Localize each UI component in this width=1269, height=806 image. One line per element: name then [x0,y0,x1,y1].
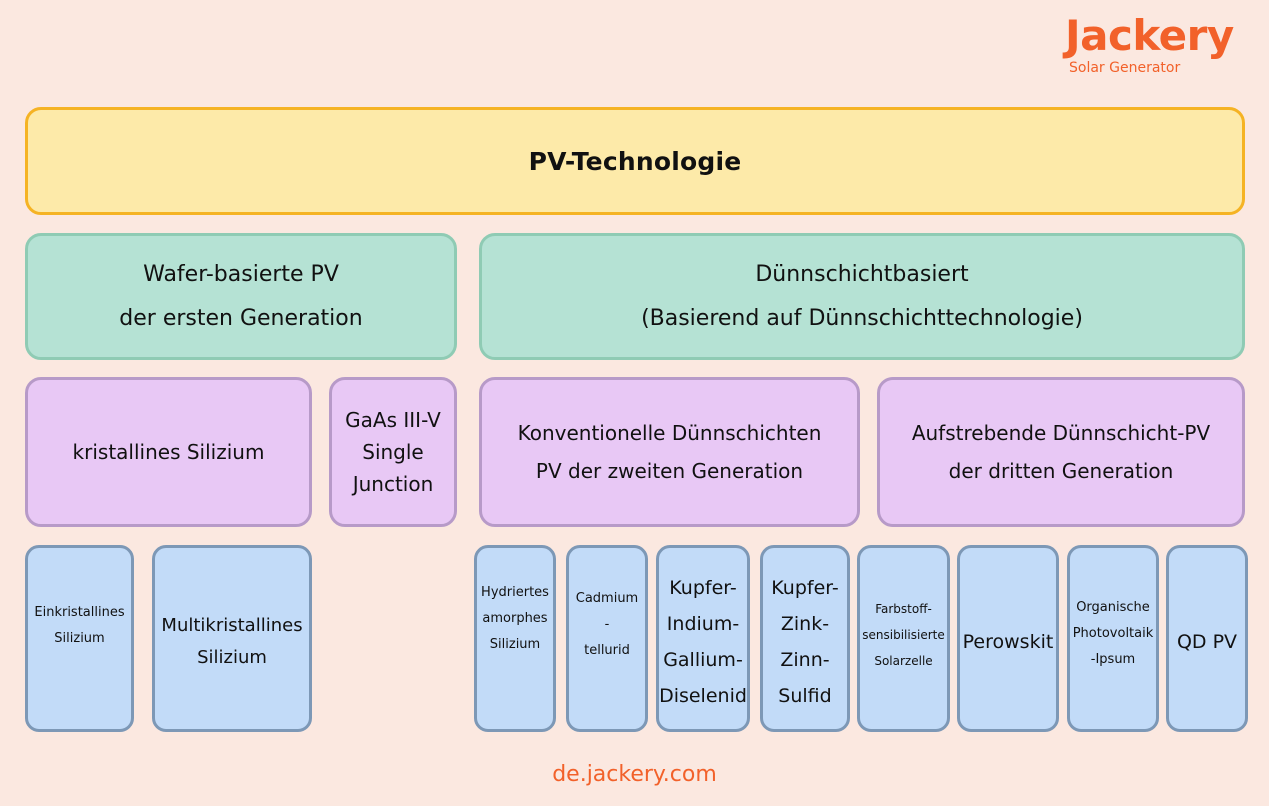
node-label: PV-Technologie [528,146,742,176]
node-wafer-basierte-pv: Wafer-basierte PV der ersten Generation [25,233,457,360]
leaf-label-line: Sulfid [778,685,832,707]
leaf-label-line: Gallium- [663,649,743,671]
leaf-label-line: Silizium [54,631,105,646]
leaf-label-line: QD PV [1176,631,1238,653]
leaf-farbstoffsensibilisierte-solarzelle: Farbstoff- sensibilisierte Solarzelle [857,545,950,732]
node-label-line: Konventionelle Dünnschichten [517,421,822,445]
leaf-perowskit: Perowskit [957,545,1059,732]
leaf-label-line: Indium- [666,613,740,635]
node-gaas-single-junction: GaAs III-V Single Junction [329,377,457,527]
node-duennschichtbasiert: Dünnschichtbasiert (Basierend auf Dünnsc… [479,233,1245,360]
node-label-line: der dritten Generation [948,459,1174,483]
leaf-label-line: Cadmium [575,591,639,606]
leaf-label-line: Einkristallines [34,605,125,620]
jackery-logo: Jackery Solar Generator [1065,11,1245,77]
leaf-label-line: Zinn- [780,649,830,671]
leaf-label-line: Diselenid [659,685,747,707]
leaf-label-line: Silizium [489,637,541,652]
node-label-line: PV der zweiten Generation [535,459,804,483]
leaf-label-line: amorphes [482,611,548,626]
footer-url[interactable]: de.jackery.com [552,762,717,787]
node-pv-technologie: PV-Technologie [25,107,1245,215]
leaf-einkristallines-silizium: Einkristallines Silizium [25,545,134,732]
leaf-multikristallines-silizium: Multikristallines Silizium [152,545,312,732]
node-label-line: Junction [352,472,434,496]
leaf-label-line: sensibilisierte [862,628,945,642]
leaf-czts: Kupfer- Zink- Zinn- Sulfid [760,545,850,732]
node-label-line: Dünnschichtbasiert [755,261,969,287]
leaf-label-line: Photovoltaik [1072,626,1154,641]
node-label-line: Aufstrebende Dünnschicht-PV [911,421,1211,445]
leaf-label-line: Zink- [780,613,830,635]
node-label-line: GaAs III-V [345,408,441,432]
node-kristallines-silizium: kristallines Silizium [25,377,312,527]
node-label-line: kristallines Silizium [72,440,265,464]
node-label-line: Wafer-basierte PV [143,261,339,287]
leaf-organische-photovoltaik: Organische Photovoltaik -Ipsum [1067,545,1159,732]
leaf-label-line: Solarzelle [874,654,933,668]
leaf-label-line: Hydriertes [481,585,549,600]
logo-tagline: Solar Generator [1069,60,1181,76]
node-aufstrebende-duennschicht-pv: Aufstrebende Dünnschicht-PV der dritten … [877,377,1245,527]
leaf-label-line: tellurid [584,643,630,658]
leaf-label-line: Perowskit [962,631,1054,653]
node-label-line: (Basierend auf Dünnschichttechnologie) [641,305,1083,331]
leaf-label-line: - [604,617,610,632]
leaf-cigs: Kupfer- Indium- Gallium- Diselenid [656,545,750,732]
leaf-label-line: Multikristallines [161,615,303,636]
leaf-label-line: Organische [1076,600,1150,615]
leaf-cadmiumtellurid: Cadmium - tellurid [566,545,648,732]
leaf-label-line: Farbstoff- [875,602,932,616]
leaf-label-line: Silizium [197,647,267,668]
leaf-label-line: Kupfer- [669,577,737,599]
node-label-line: der ersten Generation [119,305,363,331]
node-konventionelle-duennschichten: Konventionelle Dünnschichten PV der zwei… [479,377,860,527]
node-label-line: Single [362,440,424,464]
leaf-label-line: -Ipsum [1090,652,1136,667]
leaf-qd-pv: QD PV [1166,545,1248,732]
leaf-hydriertes-amorphes-silizium: Hydriertes amorphes Silizium [474,545,556,732]
leaf-label-line: Kupfer- [771,577,839,599]
logo-brand: Jackery [1065,11,1234,60]
